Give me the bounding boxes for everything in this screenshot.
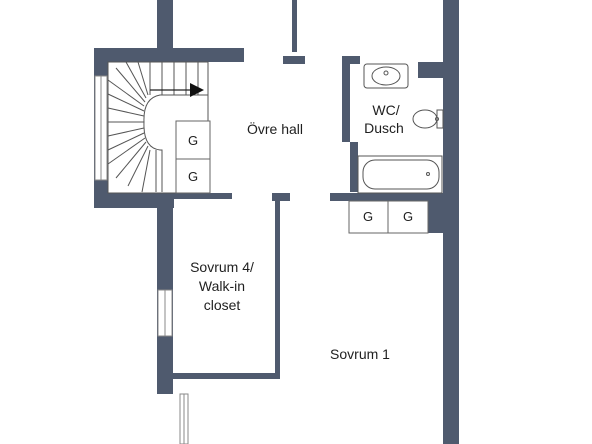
wall-bedroom4-bottom: [173, 373, 280, 379]
cabinet-label: G: [188, 133, 198, 148]
room-label-bedroom4-line3: closet: [204, 297, 241, 313]
washbasin-icon: [363, 63, 409, 89]
wall-stair-bottom: [94, 193, 174, 208]
wall-stair-top: [94, 48, 244, 62]
cabinet-wc-right: G: [387, 200, 429, 234]
stair-arrow-icon: [190, 83, 204, 97]
room-label-bedroom1: Sovrum 1: [330, 346, 390, 362]
wall-stair-bottom-right: [174, 193, 232, 199]
cabinet-stair-lower: G: [175, 158, 211, 194]
wall-wc-bottom: [330, 193, 442, 201]
wall-bedroom4-left-foot: [157, 386, 173, 394]
wall-top-center-foot: [283, 56, 305, 64]
wall-wc-top-left: [342, 56, 360, 64]
wall-right-jog: [428, 193, 443, 233]
room-label-wc: WC/: [372, 102, 399, 118]
wall-bedroom4-right: [275, 201, 280, 373]
bathtub-icon: [357, 155, 443, 194]
wall-right-exterior: [443, 0, 459, 444]
cabinet-label: G: [363, 209, 373, 224]
walls: [94, 0, 459, 444]
cabinet-label: G: [188, 169, 198, 184]
wall-top-left: [157, 0, 173, 50]
room-label-bedroom4-line2: Walk-in: [199, 278, 245, 294]
windows: [94, 75, 189, 444]
cabinet-wc-left: G: [348, 200, 389, 234]
window-stair: [94, 75, 108, 181]
wall-wc-right-notch: [418, 62, 443, 78]
room-label-bedroom4: Sovrum 4/: [190, 259, 254, 275]
cabinet-label: G: [403, 209, 413, 224]
room-label-upper-hall: Övre hall: [247, 120, 303, 137]
room-label-wc-line2: Dusch: [364, 120, 404, 136]
wall-top-center: [292, 0, 297, 52]
window-bedroom4: [157, 289, 173, 337]
wall-bedroom4-door-cap: [272, 193, 290, 201]
cabinets: G G G G: [175, 120, 429, 234]
cabinet-stair-upper: G: [175, 120, 211, 160]
window-bottom: [179, 393, 189, 444]
wall-wc-left-lower: [350, 142, 358, 192]
wall-wc-left-upper: [342, 56, 350, 142]
toilet-icon: [412, 109, 444, 129]
